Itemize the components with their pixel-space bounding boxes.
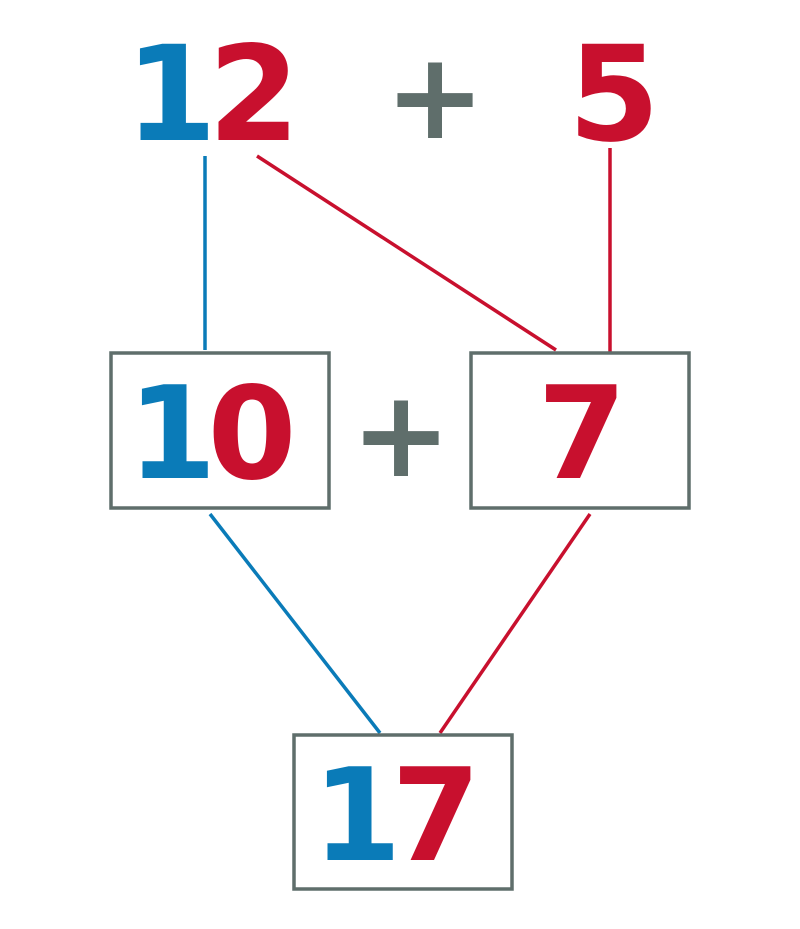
top-plus-sign: + <box>385 28 486 167</box>
top-tens-digit: 1 <box>125 18 217 172</box>
box-seven <box>469 351 691 510</box>
result-ones-digit: 7 <box>391 742 480 891</box>
result-tens-digit: 1 <box>312 742 401 891</box>
line-7-to-17 <box>438 513 592 734</box>
line-10-to-17 <box>208 512 382 735</box>
line-2-to-7 <box>256 154 557 352</box>
box-result <box>292 733 514 891</box>
box-ten <box>109 351 331 510</box>
top-ones-digit: 2 <box>208 18 300 172</box>
middle-zero-digit: 0 <box>207 360 296 509</box>
middle-tens-digit: 1 <box>127 360 216 509</box>
middle-seven-digit: 7 <box>537 360 626 509</box>
top-addend-five: 5 <box>568 18 660 172</box>
middle-plus-sign: + <box>351 366 452 505</box>
